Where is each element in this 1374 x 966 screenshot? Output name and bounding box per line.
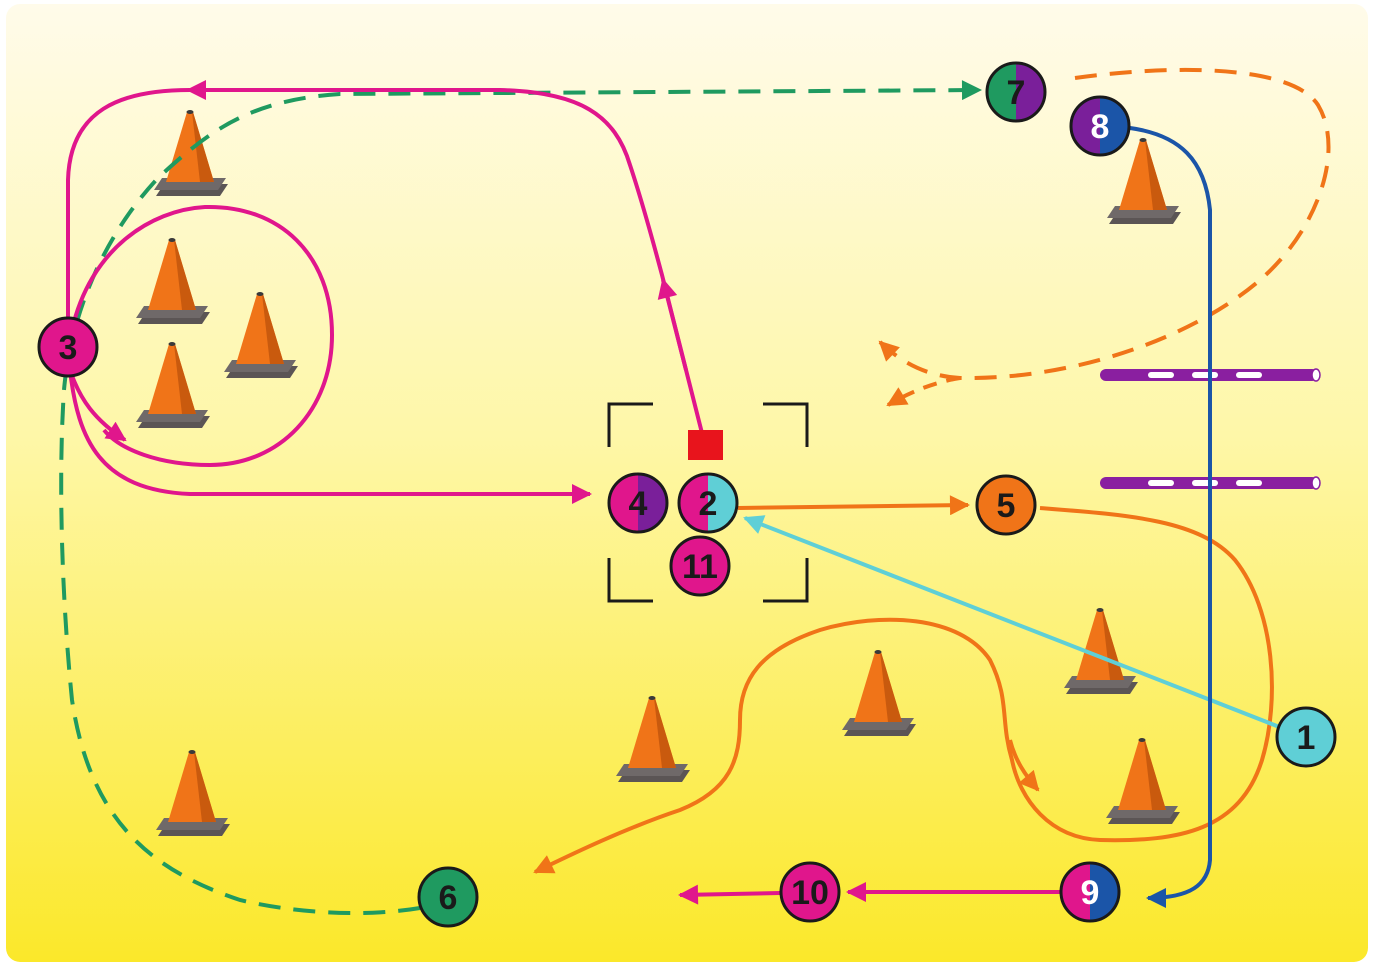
marker-2: 2 <box>677 472 739 534</box>
marker-5: 5 <box>975 474 1037 536</box>
orange-dashed-branch <box>886 376 961 407</box>
marker-6: 6 <box>417 866 479 928</box>
marker-7: 7 <box>985 61 1047 123</box>
marker-8: 8 <box>1069 95 1131 157</box>
course-markers: 1 2 3 4 5 6 7 8 9 10 11 <box>37 61 1337 928</box>
marker-label: 5 <box>997 487 1016 525</box>
marker-label: 2 <box>699 485 718 523</box>
marker-label: 9 <box>1081 874 1100 912</box>
marker-label: 3 <box>59 329 78 367</box>
marker-label: 6 <box>439 879 458 917</box>
orange-arrow-loop <box>1008 739 1040 792</box>
marker-3: 3 <box>37 316 99 378</box>
marker-label: 8 <box>1091 108 1110 146</box>
magenta-arrow-up <box>657 278 688 371</box>
marker-label: 11 <box>682 548 718 586</box>
marker-label: 7 <box>1007 74 1026 112</box>
marker-label: 1 <box>1297 719 1316 757</box>
magenta-path-down <box>66 88 191 320</box>
green-dashed-path <box>59 80 982 916</box>
magenta-path-10-out <box>678 884 781 905</box>
start-box-brackets <box>607 402 809 603</box>
marker-label: 10 <box>791 874 829 912</box>
magenta-path-top <box>190 88 707 446</box>
start-square-icon <box>688 430 723 460</box>
magenta-arrow-loop <box>68 369 127 442</box>
marker-4: 4 <box>607 472 669 534</box>
marker-9: 9 <box>1059 861 1121 923</box>
orange-path-2-5 <box>737 495 970 516</box>
marker-1: 1 <box>1275 706 1337 768</box>
marker-label: 4 <box>629 485 648 523</box>
cyan-path-1-2 <box>743 515 1283 730</box>
magenta-path-to-4 <box>68 369 592 504</box>
marker-11: 11 <box>669 535 731 597</box>
magenta-circle-loop <box>70 204 335 468</box>
marker-10: 10 <box>779 861 841 923</box>
blue-path-8-9 <box>1129 126 1212 908</box>
orange-path-5-6 <box>533 506 1274 874</box>
